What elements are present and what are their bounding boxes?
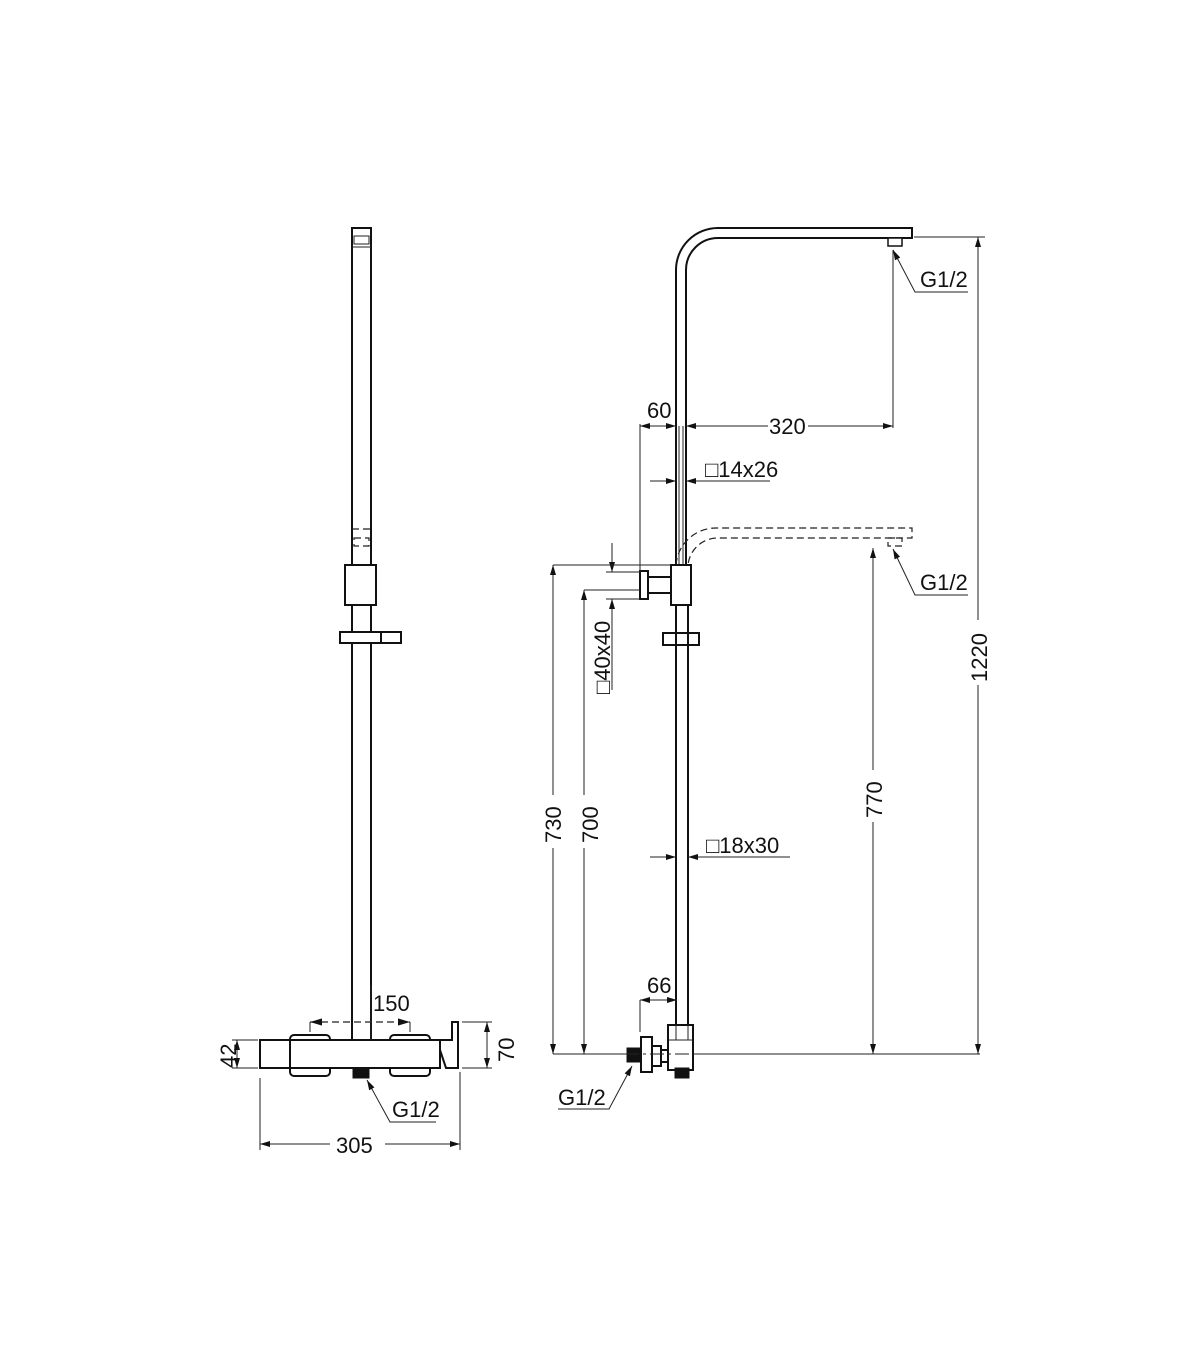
svg-text:305: 305: [336, 1133, 373, 1158]
svg-text:60: 60: [647, 398, 671, 423]
holder-bracket: [339, 631, 402, 644]
front-view: 150 305 42 70 G1/2: [216, 227, 519, 1158]
lower-riser-pipe: [351, 642, 372, 1041]
dimension-14x26: □14x26: [650, 457, 778, 484]
svg-text:70: 70: [494, 1038, 519, 1062]
callout-head-thread-low: G1/2: [892, 548, 968, 596]
callout-head-thread-top: G1/2: [892, 249, 968, 293]
svg-text:700: 700: [578, 806, 603, 843]
upper-riser-pipe: [351, 227, 372, 566]
lowered-arm-position: [675, 527, 913, 566]
svg-text:66: 66: [647, 973, 671, 998]
dimension-18x30: □18x30: [650, 833, 790, 860]
dimension-320: 320: [686, 250, 894, 439]
inlet-connector: [626, 1047, 642, 1063]
inlet-elbow: [626, 1024, 694, 1079]
dimension-770: 770: [862, 548, 887, 1054]
slider-block: [344, 564, 377, 606]
dimension-66: 66: [639, 973, 677, 1032]
dimension-70: 70: [462, 1021, 519, 1069]
svg-text:770: 770: [862, 781, 887, 818]
svg-text:□40x40: □40x40: [590, 621, 615, 694]
svg-text:G1/2: G1/2: [392, 1097, 440, 1122]
svg-text:G1/2: G1/2: [558, 1085, 606, 1110]
thermostatic-mixer-body: [259, 1021, 459, 1079]
svg-text:42: 42: [216, 1044, 241, 1068]
svg-text:150: 150: [373, 991, 410, 1016]
dimension-150: 150: [309, 985, 411, 1040]
dimension-42: 42: [216, 1039, 258, 1069]
outlet-connector: [352, 1067, 370, 1079]
lever-handle: [439, 1021, 459, 1069]
dimension-1220: 1220: [914, 236, 992, 1054]
svg-text:□14x26: □14x26: [705, 457, 778, 482]
callout-inlet-thread: G1/2: [558, 1065, 633, 1110]
svg-text:730: 730: [541, 806, 566, 843]
dimension-700: 700: [578, 589, 640, 1054]
dimension-40x40: □40x40: [590, 543, 640, 694]
callout-outlet-thread: G1/2: [366, 1079, 440, 1123]
head-connector: [887, 237, 903, 247]
svg-text:320: 320: [769, 414, 806, 439]
svg-text:1220: 1220: [967, 633, 992, 682]
overhead-arm: [675, 227, 913, 565]
svg-text:G1/2: G1/2: [920, 570, 968, 595]
dimension-60: 60: [639, 398, 676, 572]
svg-text:□18x30: □18x30: [706, 833, 779, 858]
side-view: 320 60 □14x26 □40x40 730: [541, 227, 992, 1110]
dimension-730: 730: [541, 564, 671, 1054]
slider-assembly: [639, 564, 692, 606]
dimension-305: 305: [259, 1072, 461, 1158]
holder-bracket-side: [662, 632, 700, 646]
pipe-segment: [351, 604, 372, 633]
svg-text:G1/2: G1/2: [920, 267, 968, 292]
